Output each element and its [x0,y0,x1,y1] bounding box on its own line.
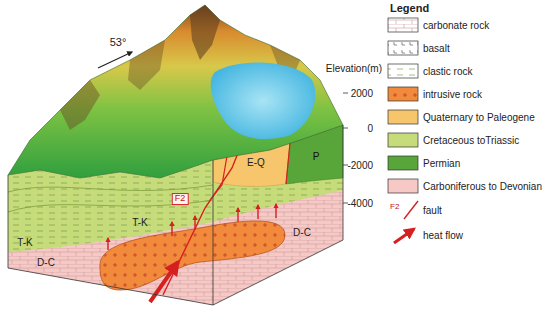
clastic-swatch [388,64,418,78]
legend-sample [388,87,418,101]
elevation-value: -2000 [347,160,373,171]
legend-heading: Legend [390,2,429,14]
lake [211,63,316,139]
legend-text: carbonate rock [423,20,489,31]
fold-line [8,185,213,192]
elevation-value: 0 [367,123,373,134]
legend-text: Quaternary to Paleogene [423,112,535,123]
legend-text: Cretaceous toTriassic [423,135,519,146]
heat-flow-arrow [194,216,195,230]
heat-flow-arrow [107,238,108,250]
terrain-surface [8,5,343,178]
legend-swatch [388,110,418,124]
mountain-shade [190,5,220,60]
fault-line [286,143,290,184]
fault-sample-label: F2 [390,203,399,212]
heat-flow-arrow [275,204,276,218]
heat-flow-arrow [237,208,238,222]
unit-label: D-C [293,227,311,238]
mountain-shade [60,80,100,130]
basalt-swatch [388,41,418,55]
block-edge [8,125,343,305]
mountain-shade [128,40,165,90]
unit-label: D-C [37,257,55,268]
legend-text: heat flow [423,230,463,241]
legend-swatch [388,133,418,147]
intrusive-body [100,221,285,290]
axis-title: Elevation(m) [326,63,382,74]
elevation-value: 2000 [351,88,373,99]
heat-flow-arrow [171,222,172,236]
unit-label: E-Q [247,157,265,168]
heat-flow-sample [394,229,414,243]
legend-text: Carboniferous to Devonian [423,181,542,192]
fault-sample [404,201,418,219]
legend-swatch [388,179,418,193]
legend-swatch [388,87,418,101]
unit-label: P [313,151,320,162]
legend-text: fault [423,205,442,216]
carbonate-swatch [388,18,418,32]
intrusive-pattern [100,221,285,290]
heat-flow-arrows [108,204,276,250]
unit-label: T-K [17,237,33,248]
elevation-ticks [343,93,348,203]
legend-text: clastic rock [423,66,472,77]
legend-text: intrusive rock [423,89,482,100]
legend-sample [388,156,418,170]
legend-sample [388,110,418,124]
legend-text: Permian [423,158,460,169]
legend-text: basalt [423,43,450,54]
fault-label: F2 [172,193,189,205]
north-angle: 53° [110,36,127,48]
legend-sample [388,133,418,147]
unit-label: T-K [132,217,148,228]
north-arrow [98,52,132,68]
legend-sample [388,179,418,193]
heat-flow-arrow [257,205,258,219]
legend-swatch [388,156,418,170]
elevation-value: -4000 [347,198,373,209]
legend-swatch-pattern [388,87,418,101]
